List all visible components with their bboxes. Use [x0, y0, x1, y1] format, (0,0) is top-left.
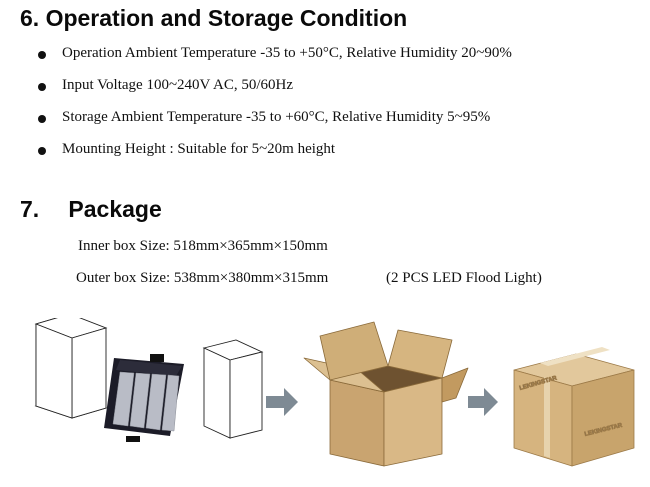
sealed-carton-icon: LEKINGSTAR LEKINGSTAR: [513, 347, 635, 467]
section-title: Operation and Storage Condition: [45, 5, 408, 31]
arrow-right-icon: [266, 388, 298, 416]
inner-box-icon: [202, 339, 264, 439]
section-7-heading: 7. Package: [20, 196, 162, 223]
bullet-icon: [38, 115, 46, 123]
open-box-icon: [34, 318, 108, 419]
outer-box-size: Outer box Size: 538mm×380mm×315mm: [76, 270, 329, 286]
bullet-icon: [38, 83, 46, 91]
section-number: 6.: [20, 5, 40, 31]
bullet-icon: [38, 147, 46, 155]
section-number: 7.: [20, 196, 40, 222]
bullet-text: Input Voltage 100~240V AC, 50/60Hz: [62, 77, 294, 93]
bullet-text: Mounting Height : Suitable for 5~20m hei…: [62, 141, 336, 157]
open-carton-icon: [303, 321, 469, 467]
bullet-text: Operation Ambient Temperature -35 to +50…: [62, 45, 512, 61]
arrow-right-icon: [468, 388, 498, 416]
inner-box-size: Inner box Size: 518mm×365mm×150mm: [78, 238, 328, 254]
bullet-icon: [38, 51, 46, 59]
section-6-heading: 6. Operation and Storage Condition: [20, 5, 407, 32]
outer-box-note: (2 PCS LED Flood Light): [386, 270, 542, 286]
section-title: Package: [68, 196, 162, 222]
bullet-text: Storage Ambient Temperature -35 to +60°C…: [62, 109, 491, 125]
flood-light-icon: [104, 354, 184, 442]
packaging-illustration: LEKINGSTAR LEKINGSTAR: [34, 318, 635, 467]
